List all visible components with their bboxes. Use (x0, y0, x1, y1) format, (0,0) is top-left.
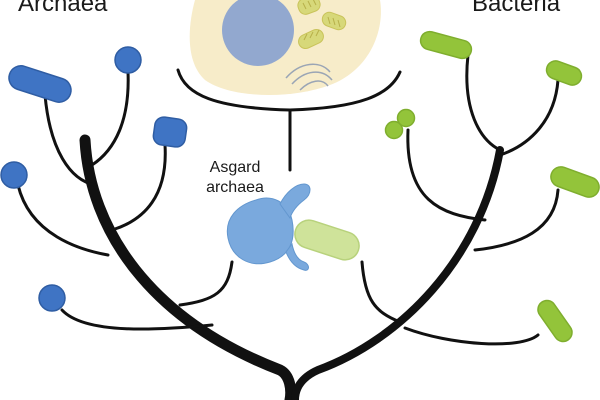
bacteria-diplococcus-cell (384, 120, 404, 140)
archaea-label: Archaea (18, 0, 108, 17)
archaea-branches (16, 70, 234, 331)
bacteria-rod-cell (537, 299, 573, 343)
eukaryotic-cell (189, 0, 381, 96)
mitochondria-cristae (302, 0, 341, 41)
bacteria-rod-cell (550, 166, 600, 198)
asgard-label-line2: archaea (206, 179, 264, 196)
eukaryote-bracket (176, 68, 402, 172)
archaea-cells (0, 46, 188, 312)
bacteria-branches (360, 53, 560, 346)
archaea-rod-cell (8, 65, 72, 103)
bacteria-label: Bacteria (472, 0, 561, 17)
bacteria-rod-cell (545, 60, 583, 86)
tree-trunk (79, 134, 504, 400)
bacteria-light-rod-cell (294, 219, 360, 261)
eukaryote-nucleus (222, 0, 294, 66)
archaea-coccus-cell (114, 46, 142, 74)
endoplasmic-reticulum-icon (285, 63, 333, 91)
bacteria-rod-cell (419, 30, 473, 60)
archaea-square-cell (152, 116, 188, 148)
asgard-label-line1: Asgard (209, 159, 261, 176)
asgard-archaea-cell (226, 183, 311, 271)
asgard-archaea-label: Asgard archaea (200, 158, 270, 198)
archaea-coccus-cell (0, 161, 28, 189)
bacteria-cells (384, 30, 600, 343)
archaea-coccus-cell (38, 284, 66, 312)
bacteria-diplococcus-cell (396, 108, 416, 128)
